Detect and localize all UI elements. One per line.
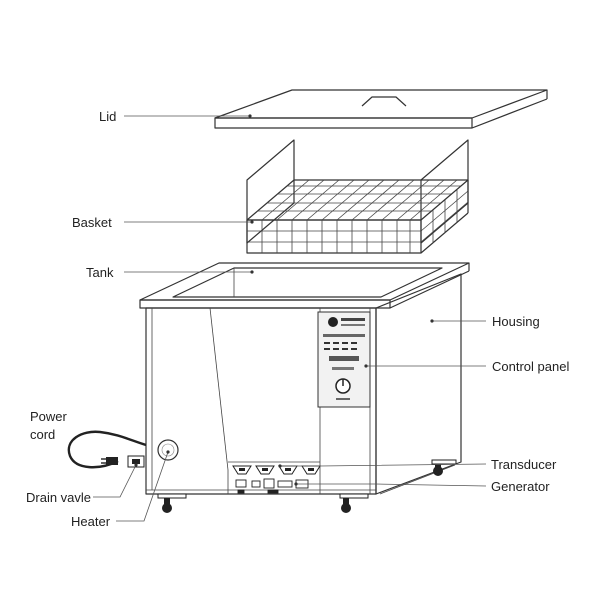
label-transducer: Transducer	[491, 457, 557, 472]
casters	[157, 459, 457, 513]
caster-front-right	[339, 493, 369, 513]
label-drain-valve: Drain vavle	[26, 490, 92, 505]
label-heater: Heater	[71, 514, 111, 529]
plug-icon	[106, 457, 118, 465]
control-panel	[317, 311, 371, 408]
transducers	[228, 461, 321, 475]
label-generator: Generator	[491, 479, 550, 494]
drain-valve	[127, 455, 145, 468]
generator	[235, 478, 309, 494]
caster-back-right	[431, 459, 457, 476]
heater	[157, 439, 179, 461]
label-housing: Housing	[492, 314, 540, 329]
label-power-cord: Power cord	[30, 409, 67, 442]
basket	[246, 139, 469, 254]
label-control-panel: Control panel	[492, 359, 570, 374]
label-lid: Lid	[99, 109, 117, 124]
caster-front-left	[157, 493, 187, 513]
tank	[139, 262, 470, 309]
housing	[145, 273, 462, 495]
basket-grid	[247, 179, 469, 253]
label-basket: Basket	[72, 215, 112, 230]
control-buttons	[324, 342, 359, 370]
lid	[214, 89, 548, 129]
brand-logo-icon	[328, 317, 338, 327]
lid-handle	[361, 96, 407, 107]
label-tank: Tank	[86, 265, 114, 280]
leader-lines	[93, 114, 487, 522]
power-cord	[67, 430, 147, 469]
